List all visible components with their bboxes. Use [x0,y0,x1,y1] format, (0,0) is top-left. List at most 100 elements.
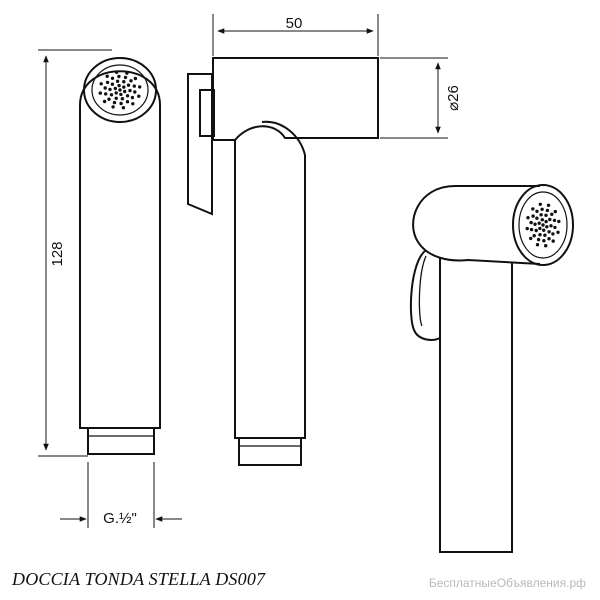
spray-hole [121,106,126,110]
side-view-handle [234,120,306,439]
spray-hole [549,224,553,228]
perspective-view-lever [409,249,441,341]
spray-hole [551,239,555,243]
spray-hole [553,225,557,230]
watermark: БесплатныеОбъявления.рф [428,576,586,590]
spray-hole [130,95,135,100]
perspective-view-spray-face [512,184,574,266]
perspective-view-handle [439,258,513,553]
spray-hole [132,84,136,88]
spray-hole [114,96,118,101]
perspective-view-head [412,185,541,265]
spray-hole [119,92,123,97]
spray-hole [538,202,542,206]
spray-hole [538,233,542,237]
spray-hole [544,219,548,224]
spray-hole [114,70,119,75]
spray-hole [98,91,103,95]
spray-hole [550,212,554,216]
front-spray-holes [98,70,142,110]
spray-hole [120,97,125,101]
front-view-thread [87,427,155,455]
product-caption: DOCCIA TONDA STELLA DS007 [12,569,266,589]
spray-hole [125,94,130,98]
spray-hole [125,71,129,75]
spray-hole [540,207,544,211]
diameter-dimension-label: ⌀26 [445,85,462,111]
spray-hole [114,91,118,95]
spray-hole [122,85,126,89]
spray-hole [529,227,534,232]
front-view-body [79,70,161,429]
spray-hole [539,213,543,217]
width-dimension-label: 50 [286,15,303,32]
spray-hole [125,100,130,104]
perspective-spray-holes [525,202,561,248]
side-view-thread [238,437,302,466]
spray-hole [531,214,535,218]
spray-hole [110,82,115,86]
thread-dimension-label: G.½" [103,510,137,527]
spray-hole [533,222,537,226]
spray-hole [113,86,118,91]
spray-hole [544,244,548,248]
spray-hole [537,221,541,225]
spray-hole [115,79,120,84]
spray-hole [122,80,126,84]
diameter-dimension [380,57,448,139]
spray-hole [112,100,117,105]
spray-hole [556,230,560,234]
front-view [79,57,161,455]
spray-hole [133,76,138,81]
spray-hole [534,228,538,233]
spray-hole [552,218,557,223]
spray-hole [540,218,544,222]
spray-hole [553,209,557,214]
spray-hole [542,228,546,232]
spray-hole [126,83,131,87]
front-view-spray-face [83,57,157,123]
spray-hole [104,92,108,96]
spray-hole [110,76,115,81]
spray-hole [123,75,128,80]
spray-hole [117,74,121,79]
spray-hole [547,237,551,241]
spray-hole [137,94,141,98]
spray-hole [526,216,530,220]
side-view [187,57,379,466]
height-dimension [38,49,112,457]
spray-hole [129,79,133,83]
spray-hole [543,233,547,237]
spray-hole [119,101,123,106]
spray-hole [102,99,107,104]
spray-hole [525,226,529,231]
spray-hole [99,82,103,86]
width-dimension [212,14,379,56]
spray-hole [536,237,541,242]
spray-hole [546,203,551,207]
side-view-lever [187,73,213,216]
spray-hole [545,208,550,213]
spray-hole [538,226,542,231]
spray-hole [117,83,121,88]
spray-hole [532,234,536,238]
spray-hole [109,93,114,97]
spray-hole [118,88,122,92]
spray-hole [545,225,549,229]
spray-hole [103,86,107,90]
spray-hole [108,87,112,92]
spray-hole [548,217,552,222]
spray-hole [535,209,539,213]
spray-hole [531,207,535,211]
spray-hole [111,105,115,109]
spray-hole [557,219,561,224]
spray-hole [133,90,137,94]
spray-hole [107,97,111,101]
spray-hole [128,88,132,93]
spray-hole [529,236,533,241]
spray-hole [131,102,135,106]
spray-hole [105,80,110,85]
perspective-view [409,184,574,553]
